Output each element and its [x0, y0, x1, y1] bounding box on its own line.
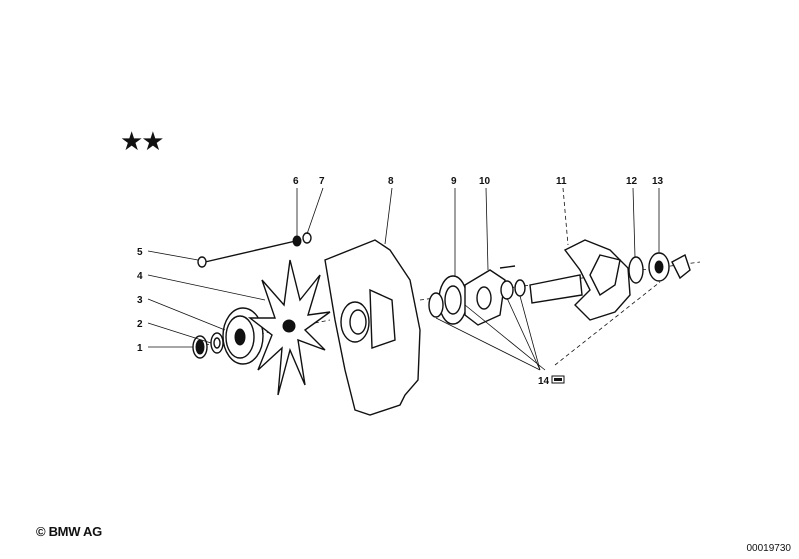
- copyright-text: © BMW AG: [36, 524, 102, 539]
- callout-4: 4: [137, 271, 143, 282]
- retaining-ring[interactable]: [428, 292, 444, 318]
- reference-number: 00019730: [746, 543, 792, 554]
- part-11-rotor[interactable]: [529, 239, 631, 321]
- part-9-bearing[interactable]: [438, 275, 468, 325]
- callout-9: 9: [451, 176, 457, 187]
- leader-3: [147, 298, 226, 331]
- set-marker-stars: ★★: [120, 126, 165, 156]
- set-box-icon-inner: [554, 378, 562, 381]
- leader-12: [632, 187, 636, 258]
- callout-2: 2: [137, 319, 143, 330]
- callout-5: 5: [137, 247, 143, 258]
- leader-2: [147, 322, 212, 344]
- leader-8: [384, 187, 393, 245]
- callout-12: 12: [626, 176, 638, 187]
- spacer-rings[interactable]: [499, 265, 526, 300]
- part-13-bearing[interactable]: [648, 252, 691, 282]
- leader-11: [562, 187, 569, 246]
- callout-3: 3: [137, 295, 143, 306]
- part-12-bearing[interactable]: [628, 256, 644, 284]
- leader-10: [485, 187, 489, 271]
- callout-7: 7: [319, 176, 325, 187]
- callout-8: 8: [388, 176, 394, 187]
- part-5-bolt[interactable]: [197, 239, 301, 268]
- callout-14: 14: [538, 376, 550, 387]
- part-2-washer[interactable]: [210, 332, 224, 354]
- callout-10: 10: [479, 176, 491, 187]
- part-6-spring-washer[interactable]: [292, 235, 302, 247]
- leader-5: [147, 250, 199, 261]
- set-box-icon: [551, 375, 565, 384]
- callout-1: 1: [137, 343, 143, 354]
- part-3-pulley[interactable]: [222, 307, 264, 365]
- callout-6: 6: [293, 176, 299, 187]
- callout-11: 11: [556, 176, 567, 187]
- callout-13: 13: [652, 176, 664, 187]
- leader-14: [435, 295, 546, 371]
- part-10-cover-plate[interactable]: [464, 269, 506, 326]
- part-7-washer[interactable]: [302, 232, 312, 244]
- leader-14b: [554, 281, 661, 366]
- part-4-fan[interactable]: [247, 259, 331, 396]
- leader-7: [306, 187, 324, 235]
- leader-4: [147, 274, 266, 301]
- part-8-housing[interactable]: [324, 239, 421, 416]
